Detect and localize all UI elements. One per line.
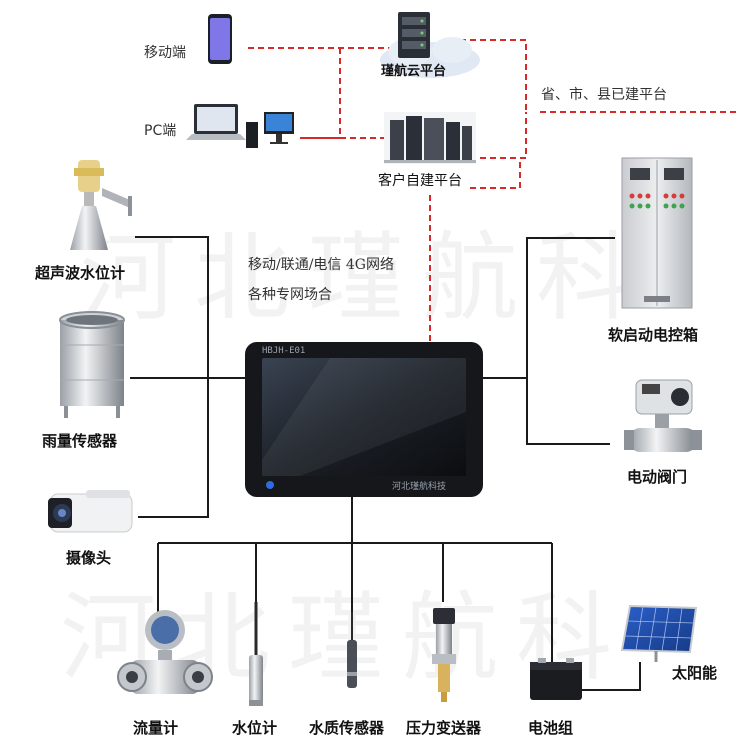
wires: [130, 236, 641, 691]
water-quality-label: 水质传感器: [309, 719, 385, 737]
link-self-gov: [470, 112, 527, 159]
pc-icon: [186, 104, 294, 148]
link-cloud-gov: [460, 39, 527, 112]
link-self-gov2: [470, 160, 521, 189]
rain-gauge-label: 雨量传感器: [42, 432, 118, 450]
battery-label: 电池组: [528, 719, 574, 737]
self-built-platform-label: 客户自建平台: [378, 173, 462, 189]
control-cabinet-icon: [621, 157, 693, 309]
pressure-label: 压力变送器: [406, 719, 482, 737]
wire-right-bus: [526, 237, 615, 445]
electric-valve-label: 电动阀门: [627, 468, 688, 486]
cloud-platform-label: 瑾航云平台: [381, 64, 447, 79]
link-cloud-pc: [300, 48, 341, 139]
pressure-transmitter-icon: [432, 608, 456, 702]
solar-label: 太阳能: [672, 664, 718, 682]
control-cabinet-label: 软启动电控箱: [608, 326, 699, 344]
gov-platform-label: 省、市、县已建平台: [541, 87, 667, 103]
server-rack-icon: [384, 112, 476, 164]
terminal-device: [245, 342, 483, 497]
network-note-line1: 移动/联通/电信 4G网络: [248, 257, 394, 273]
terminal-brand: 河北瑾航科技: [392, 482, 447, 492]
network-note-line2: 各种专网场合: [248, 287, 332, 303]
level-probe-label: 水位计: [232, 719, 278, 737]
ultrasonic-meter-icon: [70, 160, 132, 250]
pc-label: PC端: [144, 123, 177, 139]
phone-icon: [208, 14, 232, 64]
water-quality-sensor-icon: [347, 612, 357, 688]
camera-icon: [48, 490, 133, 533]
electric-valve-icon: [624, 379, 702, 452]
rain-gauge-icon: [59, 311, 125, 418]
flow-meter-label: 流量计: [133, 719, 179, 737]
wire-battery-solar: [582, 662, 641, 691]
cloud-server-icon: [380, 12, 480, 78]
mobile-label: 移动端: [144, 45, 186, 61]
ultrasonic-label: 超声波水位计: [35, 264, 126, 282]
network-links: [248, 39, 740, 345]
level-probe-icon: [249, 602, 263, 706]
terminal-model: HBJH-E01: [262, 346, 306, 356]
solar-panel-icon: [620, 604, 698, 662]
flow-meter-icon: [117, 610, 213, 694]
battery-icon: [530, 658, 582, 700]
camera-label: 摄像头: [66, 549, 112, 567]
